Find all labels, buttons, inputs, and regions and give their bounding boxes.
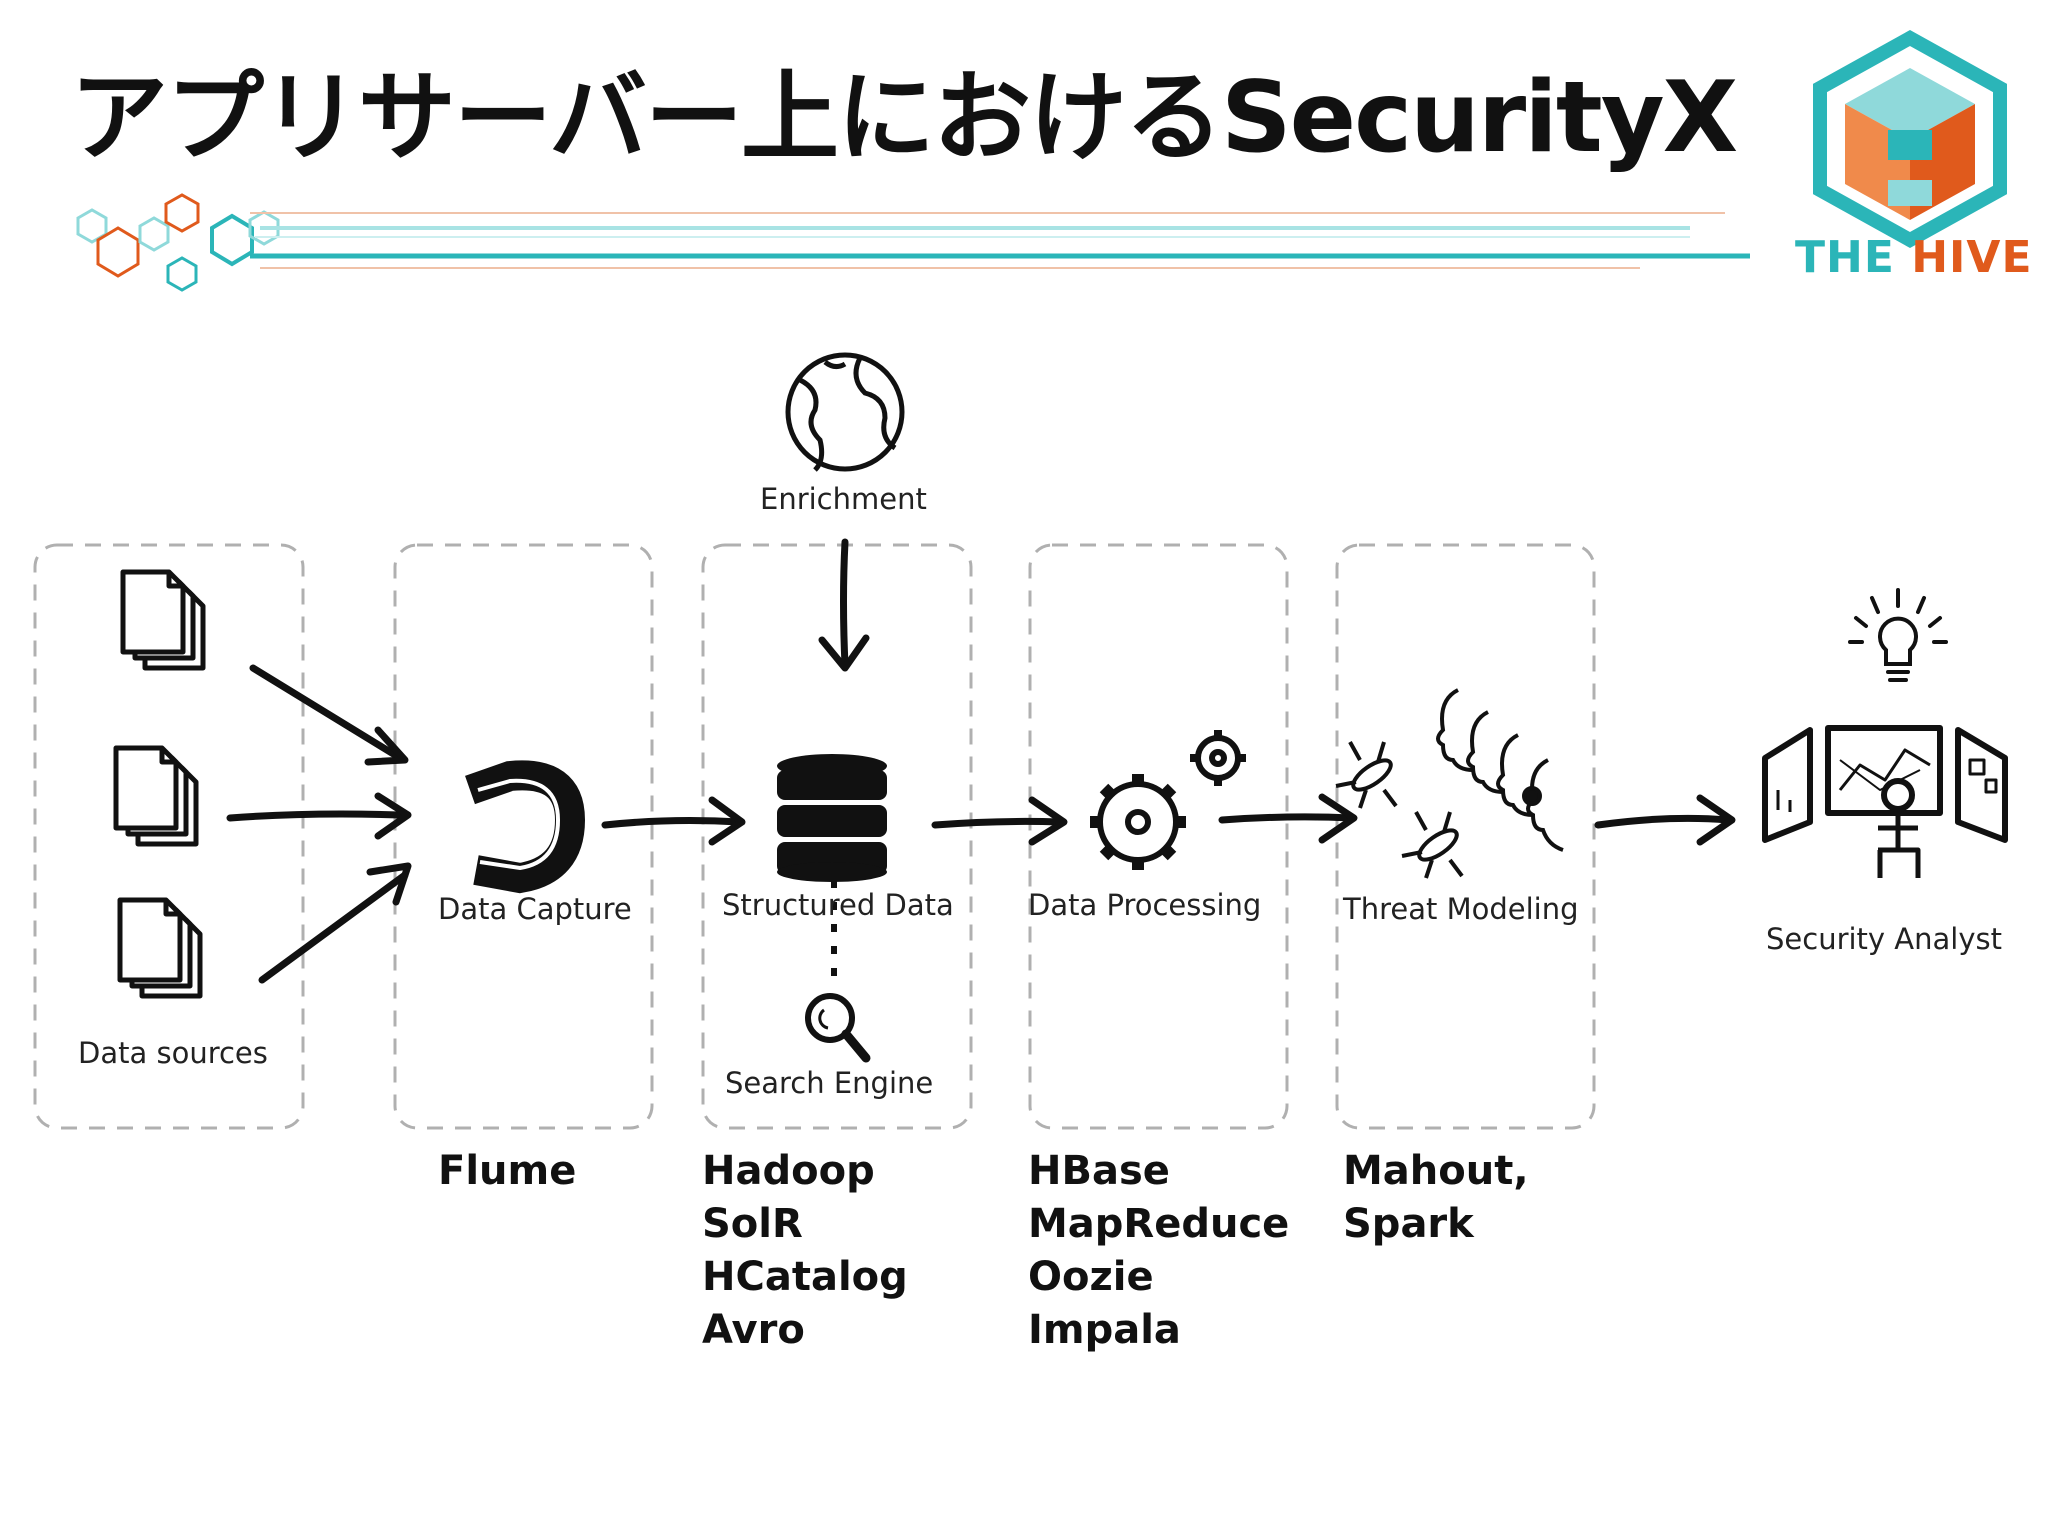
label-data-processing: Data Processing	[1028, 888, 1262, 922]
tech-item: Flume	[438, 1148, 577, 1194]
arrow-source1	[249, 664, 404, 762]
tech-list-processing: HBase MapReduce Oozie Impala	[1028, 1145, 1289, 1357]
label-enrichment: Enrichment	[760, 482, 927, 516]
lightbulb-icon	[1848, 588, 1948, 682]
the-hive-logo	[1813, 30, 2007, 249]
flow-arrows	[226, 538, 1736, 984]
decorative-hex-band	[76, 193, 1750, 292]
tech-item: Mahout,	[1343, 1148, 1529, 1194]
tech-item: SolR	[702, 1201, 803, 1247]
tech-item: Oozie	[1028, 1254, 1154, 1300]
label-data-sources: Data sources	[78, 1036, 268, 1070]
arrow-capture-structured	[601, 817, 744, 829]
logo-word-hive: HIVE	[1911, 232, 2033, 283]
tech-list-threat: Mahout, Spark	[1343, 1145, 1529, 1251]
tech-list-structured: Hadoop SolR HCatalog Avro	[702, 1145, 908, 1357]
tech-item: HBase	[1028, 1148, 1170, 1194]
arrow-source2	[226, 810, 404, 822]
box-data-capture	[393, 543, 654, 1130]
page-title: アプリサーバー上におけるSecurityX	[70, 61, 1738, 175]
label-search-engine: Search Engine	[725, 1066, 934, 1100]
tech-item: Hadoop	[702, 1148, 875, 1194]
bugs-and-faces-icon	[1335, 688, 1564, 879]
arrow-processing-threat	[1218, 813, 1356, 824]
arrow-source3	[258, 871, 409, 984]
label-security-analyst: Security Analyst	[1766, 922, 2002, 956]
magnifier-icon	[805, 993, 871, 1063]
arrow-enrichment	[840, 538, 849, 669]
stage-boxes	[33, 543, 1596, 1130]
box-data-sources	[33, 543, 305, 1130]
logo-wordmark: THE HIVE	[1795, 232, 2033, 283]
label-structured-data: Structured Data	[722, 888, 954, 922]
tech-item: MapReduce	[1028, 1201, 1290, 1247]
box-structured-data	[701, 543, 973, 1130]
gears-icon	[1090, 730, 1246, 870]
tech-list-capture: Flume	[438, 1145, 576, 1198]
document-stack-icon	[113, 569, 206, 999]
label-data-capture: Data Capture	[438, 892, 632, 926]
label-threat-modeling: Threat Modeling	[1343, 892, 1579, 926]
globe-icon	[785, 352, 905, 472]
tech-item: Impala	[1028, 1307, 1181, 1353]
database-icon	[777, 754, 887, 882]
box-threat-modeling	[1335, 543, 1596, 1130]
arrow-structured-processing	[931, 817, 1064, 829]
analyst-monitors-icon	[1762, 725, 2008, 878]
tech-item: Avro	[702, 1307, 805, 1353]
arrow-threat-analyst	[1594, 814, 1732, 829]
tech-item: Spark	[1343, 1201, 1474, 1247]
magnet-icon	[465, 760, 586, 894]
logo-word-the: THE	[1795, 232, 1895, 283]
tech-item: HCatalog	[702, 1254, 908, 1300]
box-data-processing	[1028, 543, 1289, 1130]
